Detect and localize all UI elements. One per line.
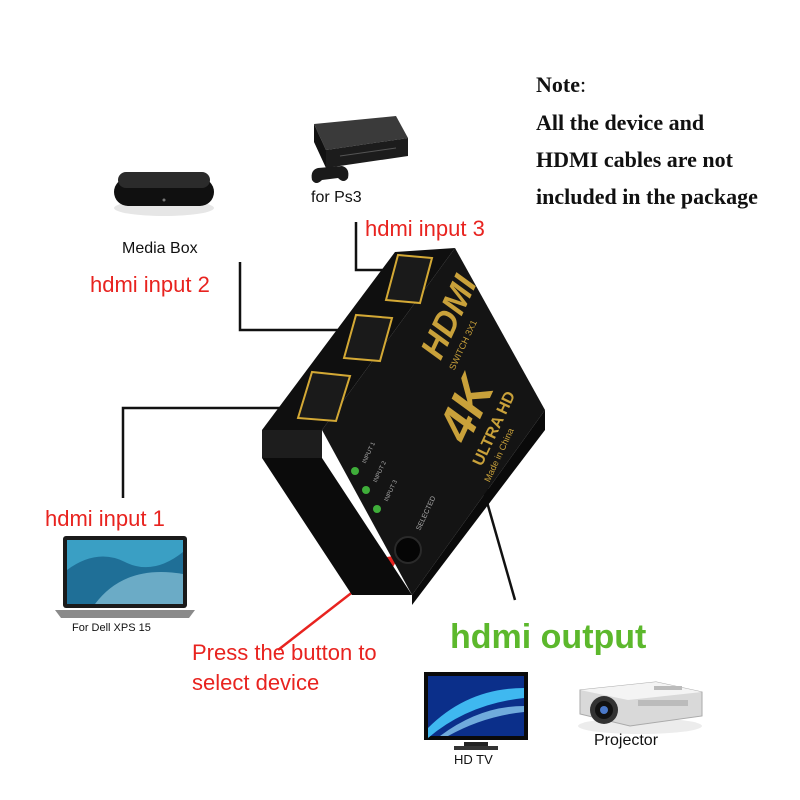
laptop-icon [55,536,195,618]
arrow-output [481,487,517,601]
input-2-label: hdmi input 2 [90,272,210,297]
hdmi-port-3 [384,253,434,305]
led-3 [373,505,381,513]
projector-caption: Projector [594,732,659,749]
led-2 [362,486,370,494]
laptop-caption: For Dell XPS 15 [72,622,151,634]
media-box-caption: Media Box [122,240,198,257]
press-button-label-line-1: Press the button to [192,640,377,665]
tv-icon [424,672,528,750]
projector-icon [578,681,703,734]
output-label: hdmi output [450,618,647,656]
press-button-label-line-2: select device [192,670,320,695]
input-3-label: hdmi input 3 [365,216,485,241]
wire-input-1 [121,406,300,498]
tv-caption: HD TV [454,752,493,767]
input-1-label: hdmi input 1 [45,506,165,531]
hdmi-port-1 [296,370,352,423]
wire-input-3 [354,222,392,272]
note-line-2: HDMI cables are not [536,147,733,172]
hdmi-port-2 [342,313,394,363]
note-line-3: included in the package [536,184,758,209]
note-heading: Note: [536,72,587,97]
ps3-caption: for Ps3 [311,189,362,206]
wire-input-2 [238,262,352,332]
select-button-icon [394,536,422,564]
ps3-console-icon [311,116,408,183]
media-box-icon [114,172,214,216]
led-1 [351,467,359,475]
note-line-1: All the device and [536,110,705,135]
hdmi-switch-box [262,248,545,605]
